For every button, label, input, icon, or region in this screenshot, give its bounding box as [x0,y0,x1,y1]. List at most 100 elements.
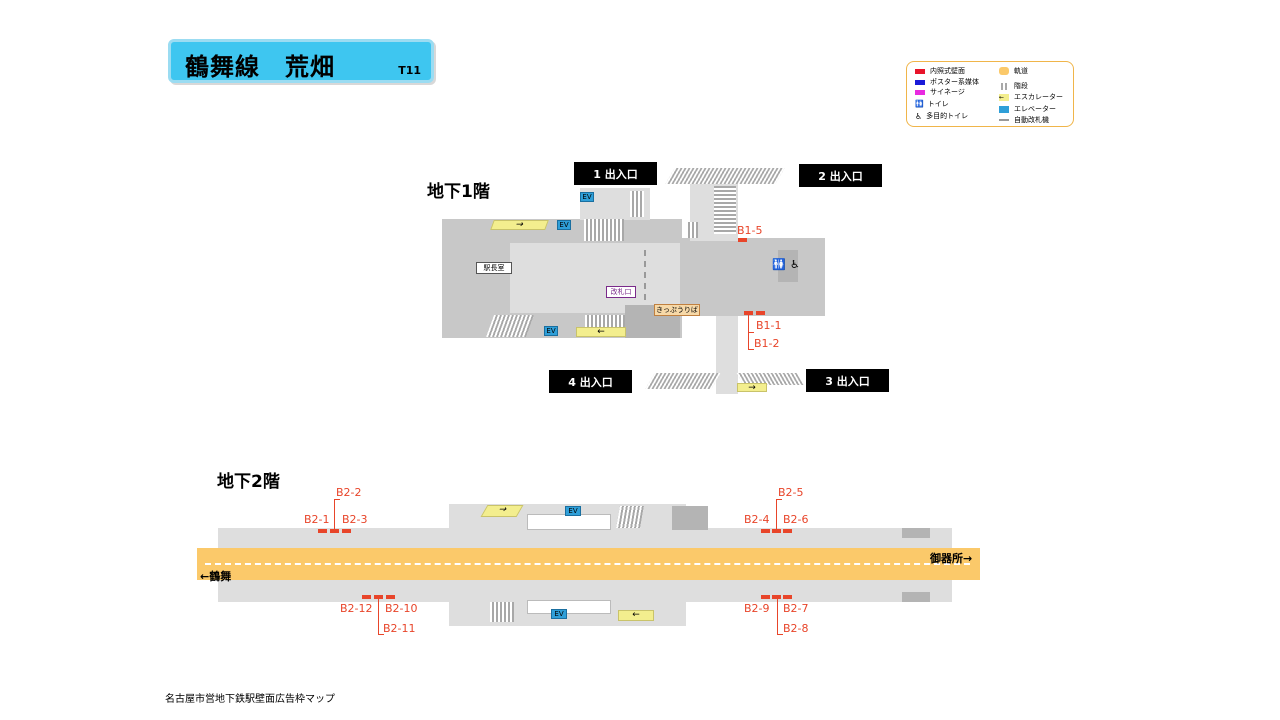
b1-exit1-stairs [630,191,644,217]
legend-item-accessible-toilet: ♿多目的トイレ [915,111,968,121]
ad-label-b2-12: B2-12 [340,602,373,615]
footer-caption: 名古屋市営地下鉄駅壁面広告枠マップ [165,694,335,705]
elevator-icon: EV [544,326,558,336]
legend-label: 軌道 [1014,67,1028,75]
elevator-icon: EV [551,609,567,619]
ad-leader-line [777,599,778,634]
direction-tsurumai: ←鶴舞 [200,570,232,583]
ad-slot-b2-4[interactable] [761,529,770,533]
elevator-icon: EV [565,506,581,516]
legend-label: 内照式壁面 [930,67,965,75]
exit-2-label: 2 出入口 [799,164,882,187]
b2-end-room-south [902,592,930,602]
ad-label-b2-4: B2-4 [744,513,770,526]
exit-4-stairs [645,373,721,389]
legend-item-track: 軌道 [999,66,1028,76]
b2-end-room-north [902,528,930,538]
wheelchair-icon: ♿ [790,258,800,271]
ticket-office-label: きっぷうりば [654,304,700,316]
b1-corridor-south [716,316,738,394]
legend-item-gate: 自動改札機 [999,115,1049,125]
stairs-icon [999,82,1009,90]
station-title: 鶴舞線 荒畑 [185,53,335,81]
ad-leader-line [748,349,754,350]
ad-slot-b2-9[interactable] [761,595,770,599]
ad-label-b2-7: B2-7 [783,602,809,615]
ad-label-b2-10: B2-10 [385,602,418,615]
gate-label: 改札口 [606,286,636,298]
b2-escalator-south: ← [618,610,654,621]
toilet-icon: 🚻 [915,100,924,108]
ad-leader-line [378,634,384,635]
ad-slot-b2-8[interactable] [772,595,781,599]
station-office-label: 駅長室 [476,262,512,274]
legend-item-illuminated: 内照式壁面 [915,66,965,76]
legend-item-signage: サイネージ [915,87,965,97]
ad-label-b2-11: B2-11 [383,622,416,635]
ticket-gate-line [644,250,646,300]
ad-slot-b2-5[interactable] [772,529,781,533]
station-code: T11 [398,64,421,77]
direction-gokiso: 御器所→ [930,552,973,565]
b2-room-north [672,506,708,530]
legend-label: 多目的トイレ [926,112,969,120]
legend-label: エレベーター [1014,105,1056,113]
ad-label-b1-2: B1-2 [754,337,780,350]
ticket-gate-icon [999,119,1009,121]
ad-leader-line [777,634,783,635]
ad-leader-line [776,499,777,529]
elevator-icon: EV [557,220,571,230]
ad-slot-b2-3[interactable] [342,529,351,533]
ad-label-b2-1: B2-1 [304,513,330,526]
ad-slot-b2-6[interactable] [783,529,792,533]
ad-label-b1-5: B1-5 [737,224,763,237]
b2-stairs-south [490,602,514,622]
ad-label-b2-2: B2-2 [336,486,362,499]
ad-label-b1-1: B1-1 [756,319,782,332]
ad-slot-b2-2[interactable] [330,529,339,533]
ad-label-b2-8: B2-8 [783,622,809,635]
ad-slot-b1-2[interactable] [756,311,765,315]
ad-label-b2-5: B2-5 [778,486,804,499]
exit-3-label: 3 出入口 [806,369,889,392]
b2-platform-north [218,528,952,548]
b2-stairs-north [616,506,644,528]
wheelchair-icon: ♿ [915,111,923,121]
ad-leader-line [776,499,782,500]
b1-concourse-east [680,238,825,316]
legend-item-escalator: ← エスカレーター [999,92,1063,102]
b1-stairs-upper [584,219,624,241]
legend-swatch-track [999,67,1009,75]
legend-label: サイネージ [930,88,965,96]
legend-item-stairs: 階段 [999,81,1028,91]
b2-escalator-north: → [480,505,524,517]
ad-leader-line [334,499,335,529]
toilet-room [778,250,798,282]
ad-label-b2-3: B2-3 [342,513,368,526]
exit-1-2-stairs [665,168,785,184]
b2-central-box-north [527,514,611,530]
legend-swatch-red [915,68,925,74]
ad-slot-b2-10[interactable] [386,595,395,599]
ad-leader-line [378,599,379,634]
b1-small-stairs [686,222,698,238]
ad-slot-b2-7[interactable] [783,595,792,599]
track-centerline [205,563,970,565]
legend: 内照式壁面 ポスター系媒体 サイネージ 🚻トイレ ♿多目的トイレ 軌道 階段 ←… [906,61,1074,127]
station-title-box: 鶴舞線 荒畑 T11 [168,39,434,83]
ad-slot-b2-11[interactable] [374,595,383,599]
ad-slot-b1-1[interactable] [744,311,753,315]
legend-label: エスカレーター [1014,93,1063,101]
ad-slot-b1-5[interactable] [738,238,747,242]
legend-label: 階段 [1014,82,1028,90]
escalator-icon: ← [999,93,1009,101]
ad-label-b2-9: B2-9 [744,602,770,615]
ad-slot-b2-1[interactable] [318,529,327,533]
legend-swatch-magenta [915,89,925,95]
legend-label: ポスター系媒体 [930,78,979,86]
ad-slot-b2-12[interactable] [362,595,371,599]
ad-leader-line [334,499,340,500]
legend-label: トイレ [927,100,949,108]
legend-item-toilet: 🚻トイレ [915,99,949,109]
b1-stairs-lower-west [485,315,535,337]
